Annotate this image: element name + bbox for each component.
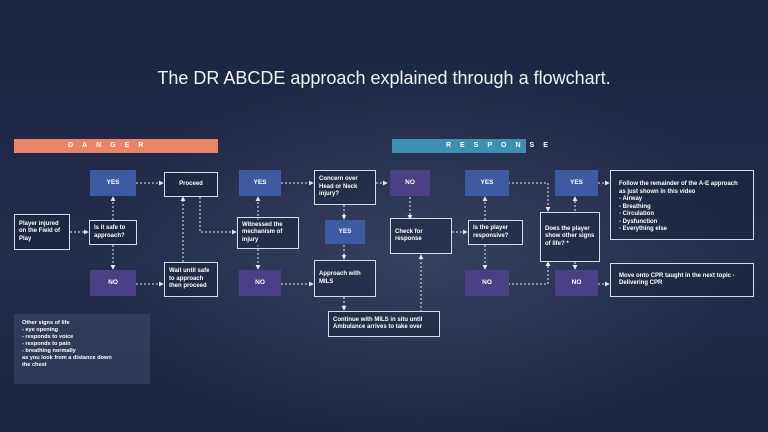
signs-of-life-panel: Other signs of life - eye opening - resp… <box>14 314 150 384</box>
remainder-box: Follow the remainder of the A-E approach… <box>610 170 754 240</box>
signs-item: - eye opening <box>22 327 59 333</box>
no-box-4: NO <box>465 270 509 296</box>
remainder-title: Follow the remainder of the A-E approach… <box>619 181 738 195</box>
signs-question-box: Does the player show other signs of life… <box>540 212 600 262</box>
no-box-1: NO <box>90 270 136 296</box>
concern-box: Concern over Head or Neck injury? <box>314 170 376 205</box>
remainder-item: - Everything else <box>619 226 668 232</box>
yes-box-1: YES <box>90 170 136 196</box>
signs-item: the chest <box>22 362 47 368</box>
yes-box-2: YES <box>239 170 281 196</box>
safe-question-box: Is it safe to approach? <box>89 220 137 245</box>
page-title: The DR ABCDE approach explained through … <box>157 68 611 88</box>
cpr-box: Move onto CPR taught in the next topic -… <box>610 263 754 297</box>
player-injured-box: Player injured on the Field of Play <box>14 214 70 250</box>
yes-box-4: YES <box>465 170 509 196</box>
remainder-item: - Breathing <box>619 203 651 210</box>
remainder-item: - Dysfunction <box>619 218 658 225</box>
responsive-question-box: Is the player responsive? <box>468 220 523 245</box>
yes-box-3: YES <box>325 220 365 244</box>
remainder-item: - Airway <box>619 196 643 202</box>
proceed-box: Proceed <box>164 172 218 197</box>
approach-mils-box: Approach with MILS <box>314 260 376 297</box>
no-box-3: NO <box>390 170 430 196</box>
signs-item: as you look from a distance down <box>22 355 112 361</box>
witnessed-box: Witnessed the mechanism of injury <box>237 217 299 249</box>
signs-item: - responds to voice <box>22 334 74 340</box>
yes-box-5: YES <box>555 170 598 196</box>
wait-box: Wait until safe to approach then proceed <box>164 262 218 297</box>
signs-item: - responds to pain <box>22 341 71 347</box>
response-banner: RESPONSE <box>392 139 548 153</box>
danger-banner: DANGER <box>14 139 218 153</box>
remainder-item: - Circulation <box>619 211 655 217</box>
signs-heading: Other signs of life <box>22 320 70 326</box>
no-box-2: NO <box>239 270 281 296</box>
check-response-box: Check for response <box>390 218 452 254</box>
no-box-5: NO <box>555 270 598 296</box>
continue-mils-box: Continue with MILS in situ until Ambulan… <box>328 311 440 337</box>
signs-item: - breathing normally <box>22 348 76 354</box>
